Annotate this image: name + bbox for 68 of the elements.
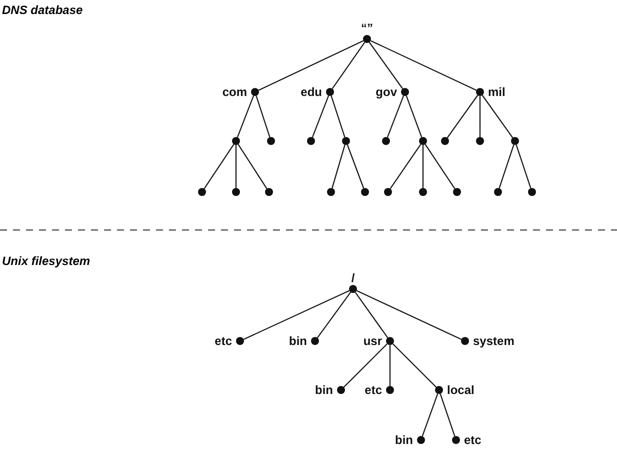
- tree-edge: [312, 96, 330, 138]
- tree-node-dot: [307, 137, 315, 145]
- tree-edge: [343, 343, 388, 388]
- tree-edge: [424, 144, 456, 189]
- tree-edge: [256, 96, 270, 138]
- node-label: /: [351, 271, 355, 285]
- tree-edge: [440, 394, 456, 436]
- tree-edge: [482, 94, 514, 138]
- node-label: com: [222, 85, 247, 99]
- tree-node-dot: [419, 137, 427, 145]
- tree-edge: [386, 96, 404, 138]
- node-label: etc: [364, 383, 382, 397]
- node-label: gov: [376, 85, 397, 99]
- tree-edge: [479, 96, 481, 137]
- tree-node-dot: [441, 137, 449, 145]
- tree-edge: [368, 42, 404, 90]
- tree-node-dot: [232, 137, 240, 145]
- tree-node-dot: [232, 188, 240, 196]
- section-title: Unix filesystem: [2, 254, 90, 268]
- tree-edge: [204, 144, 234, 189]
- tree-node-dot: [494, 188, 502, 196]
- node-label: system: [473, 334, 514, 348]
- tree-edge: [390, 144, 422, 190]
- node-label: bin: [289, 334, 307, 348]
- node-label: etc: [214, 334, 232, 348]
- tree-node-dot: [384, 188, 392, 196]
- node-label: bin: [395, 433, 413, 447]
- tree-edge: [258, 40, 364, 91]
- tree-edge: [370, 40, 477, 91]
- tree-edge: [354, 292, 388, 338]
- tree-edge: [516, 144, 532, 188]
- node-label: local: [447, 383, 474, 397]
- node-label: bin: [315, 383, 333, 397]
- tree-edge: [316, 292, 352, 338]
- tree-edge: [356, 290, 462, 340]
- node-label: edu: [300, 85, 322, 99]
- tree-edge: [422, 145, 424, 188]
- tree-node-dot: [419, 188, 427, 196]
- tree-edge: [243, 290, 350, 340]
- node-label: etc: [464, 433, 482, 447]
- tree-node-dot: [511, 137, 519, 145]
- tree-edge: [346, 144, 364, 188]
- tree-edge: [392, 343, 437, 388]
- tree-edge: [235, 145, 237, 188]
- tree-edge: [236, 96, 254, 138]
- tree-edge: [332, 42, 366, 90]
- tree-node-dot: [198, 188, 206, 196]
- tree-edge: [422, 394, 438, 436]
- tree-node-dot: [453, 188, 461, 196]
- section-title: DNS database: [2, 3, 83, 17]
- node-label: usr: [363, 334, 382, 348]
- tree-edge: [332, 144, 346, 188]
- tree-node-dot: [267, 137, 275, 145]
- tree-node-dot: [382, 137, 390, 145]
- tree-edge: [498, 144, 514, 188]
- tree-node-dot: [361, 188, 369, 196]
- tree-node-dot: [528, 188, 536, 196]
- tree-edge: [330, 96, 346, 138]
- node-label: “”: [361, 21, 373, 35]
- node-label: mil: [488, 85, 506, 99]
- tree-edge: [446, 94, 478, 138]
- tree-edge: [238, 144, 268, 189]
- tree-node-dot: [342, 137, 350, 145]
- tree-edge: [406, 96, 422, 138]
- tree-node-dot: [476, 137, 484, 145]
- tree-node-dot: [265, 188, 273, 196]
- tree-node-dot: [327, 188, 335, 196]
- tree-edge: [389, 345, 391, 386]
